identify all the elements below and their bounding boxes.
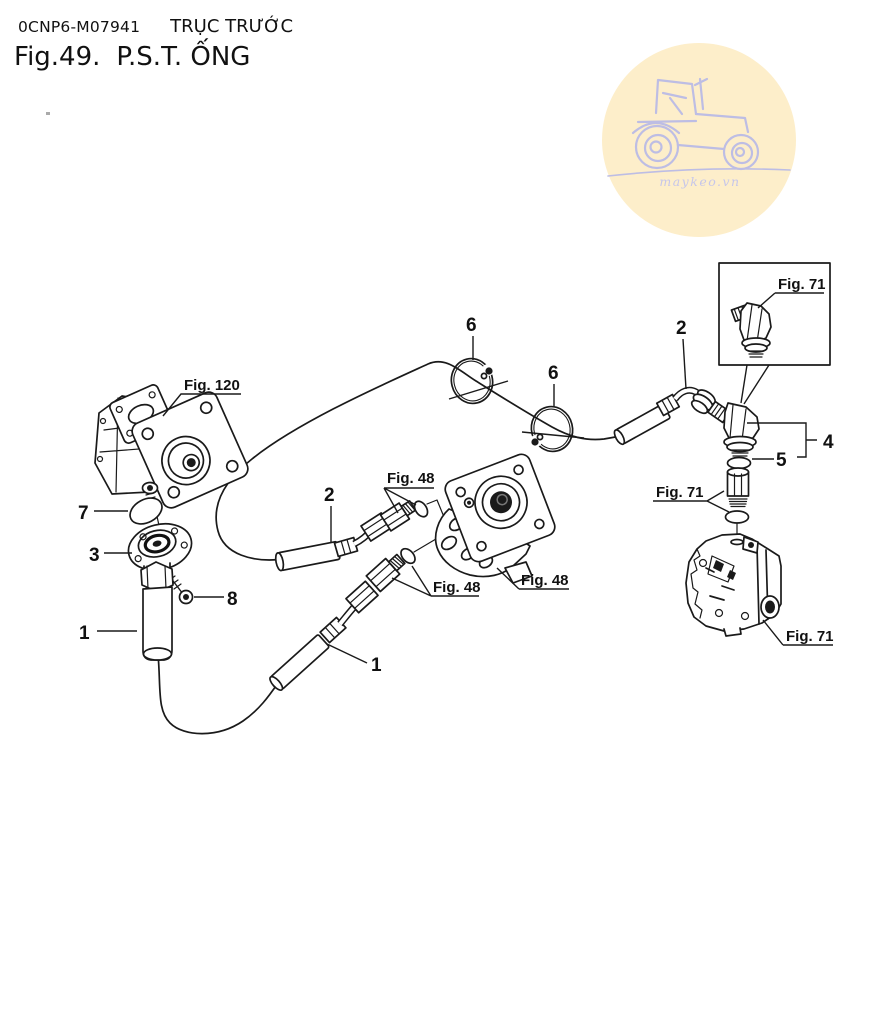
part-code: 0CNP6-M07941 <box>18 18 141 36</box>
watermark-text: maykeo.vn <box>659 174 740 189</box>
hose-1-right-end <box>269 535 442 691</box>
inset-pointer <box>740 364 770 405</box>
elbow-fitting-assembly <box>707 400 760 541</box>
o-ring-hose1 <box>400 547 416 565</box>
o-ring-fig71 <box>724 510 750 524</box>
callout-fig-48-hose1: Fig. 48 <box>433 579 481 596</box>
callout-fig-71-inset: Fig. 71 <box>778 276 826 293</box>
hex-adapter-fig71 <box>726 467 750 508</box>
clamp-b-bolt <box>531 438 539 446</box>
clamp-a-bolt <box>485 367 493 375</box>
watermark-circle <box>602 43 796 237</box>
fitting-fig48-hose2 <box>379 500 417 532</box>
hose-2-line <box>215 361 622 561</box>
callout-fig-71-valve: Fig. 71 <box>786 628 834 645</box>
hose-2-right-end <box>613 386 716 446</box>
callout-part-8: 8 <box>227 589 238 610</box>
leader-lines <box>94 292 833 664</box>
callout-part-4: 4 <box>823 432 834 453</box>
hose-clamp-b <box>521 405 585 453</box>
callout-part-2-right: 2 <box>676 318 687 339</box>
header: 0CNP6-M07941 TRỤC TRƯỚC <box>18 16 293 37</box>
hydraulic-pump-fig120 <box>94 384 249 531</box>
callout-part-3: 3 <box>89 545 100 566</box>
callout-part-6-a: 6 <box>466 315 477 336</box>
callout-part-1-bottom: 1 <box>371 655 382 676</box>
callout-fig-120: Fig. 120 <box>184 377 240 394</box>
callout-part-5: 5 <box>776 450 787 471</box>
inset-detail-box <box>718 262 831 405</box>
o-ring-hose2 <box>413 500 429 518</box>
hose-1-left-end <box>140 561 174 661</box>
hose-2-center-end <box>274 499 445 572</box>
print-artifact-dot <box>46 112 50 115</box>
callout-part-7: 7 <box>78 503 89 524</box>
hose-1-nut <box>345 580 379 614</box>
fitting-fig48-hose1 <box>365 553 406 593</box>
bracket-4 <box>747 422 817 458</box>
callout-labels: Fig. 120 Fig. 48 Fig. 48 Fig. 48 Fig. 71… <box>78 276 834 676</box>
callout-part-6-b: 6 <box>548 363 559 384</box>
tractor-icon <box>607 77 791 177</box>
watermark: maykeo.vn <box>602 43 796 237</box>
hose-clamp-a <box>448 357 509 405</box>
callout-fig-48-hose2: Fig. 48 <box>387 470 435 487</box>
callout-part-2-center: 2 <box>324 485 335 506</box>
section-title: TRỤC TRƯỚC <box>170 16 294 37</box>
hydraulic-pump-fig48 <box>434 453 556 584</box>
callout-fig-71-adapter: Fig. 71 <box>656 484 704 501</box>
hose-1-line <box>157 653 279 735</box>
o-ring-7 <box>129 497 163 525</box>
figure-title: Fig.49. P.S.T. ỐNG <box>14 42 250 72</box>
callout-part-1-left: 1 <box>79 623 90 644</box>
figure-name: P.S.T. ỐNG <box>116 42 251 72</box>
callout-fig-48-pump: Fig. 48 <box>521 572 569 589</box>
o-ring-5 <box>726 456 752 470</box>
valve-block-fig71 <box>685 533 782 637</box>
figure-number: Fig.49. <box>14 42 101 72</box>
